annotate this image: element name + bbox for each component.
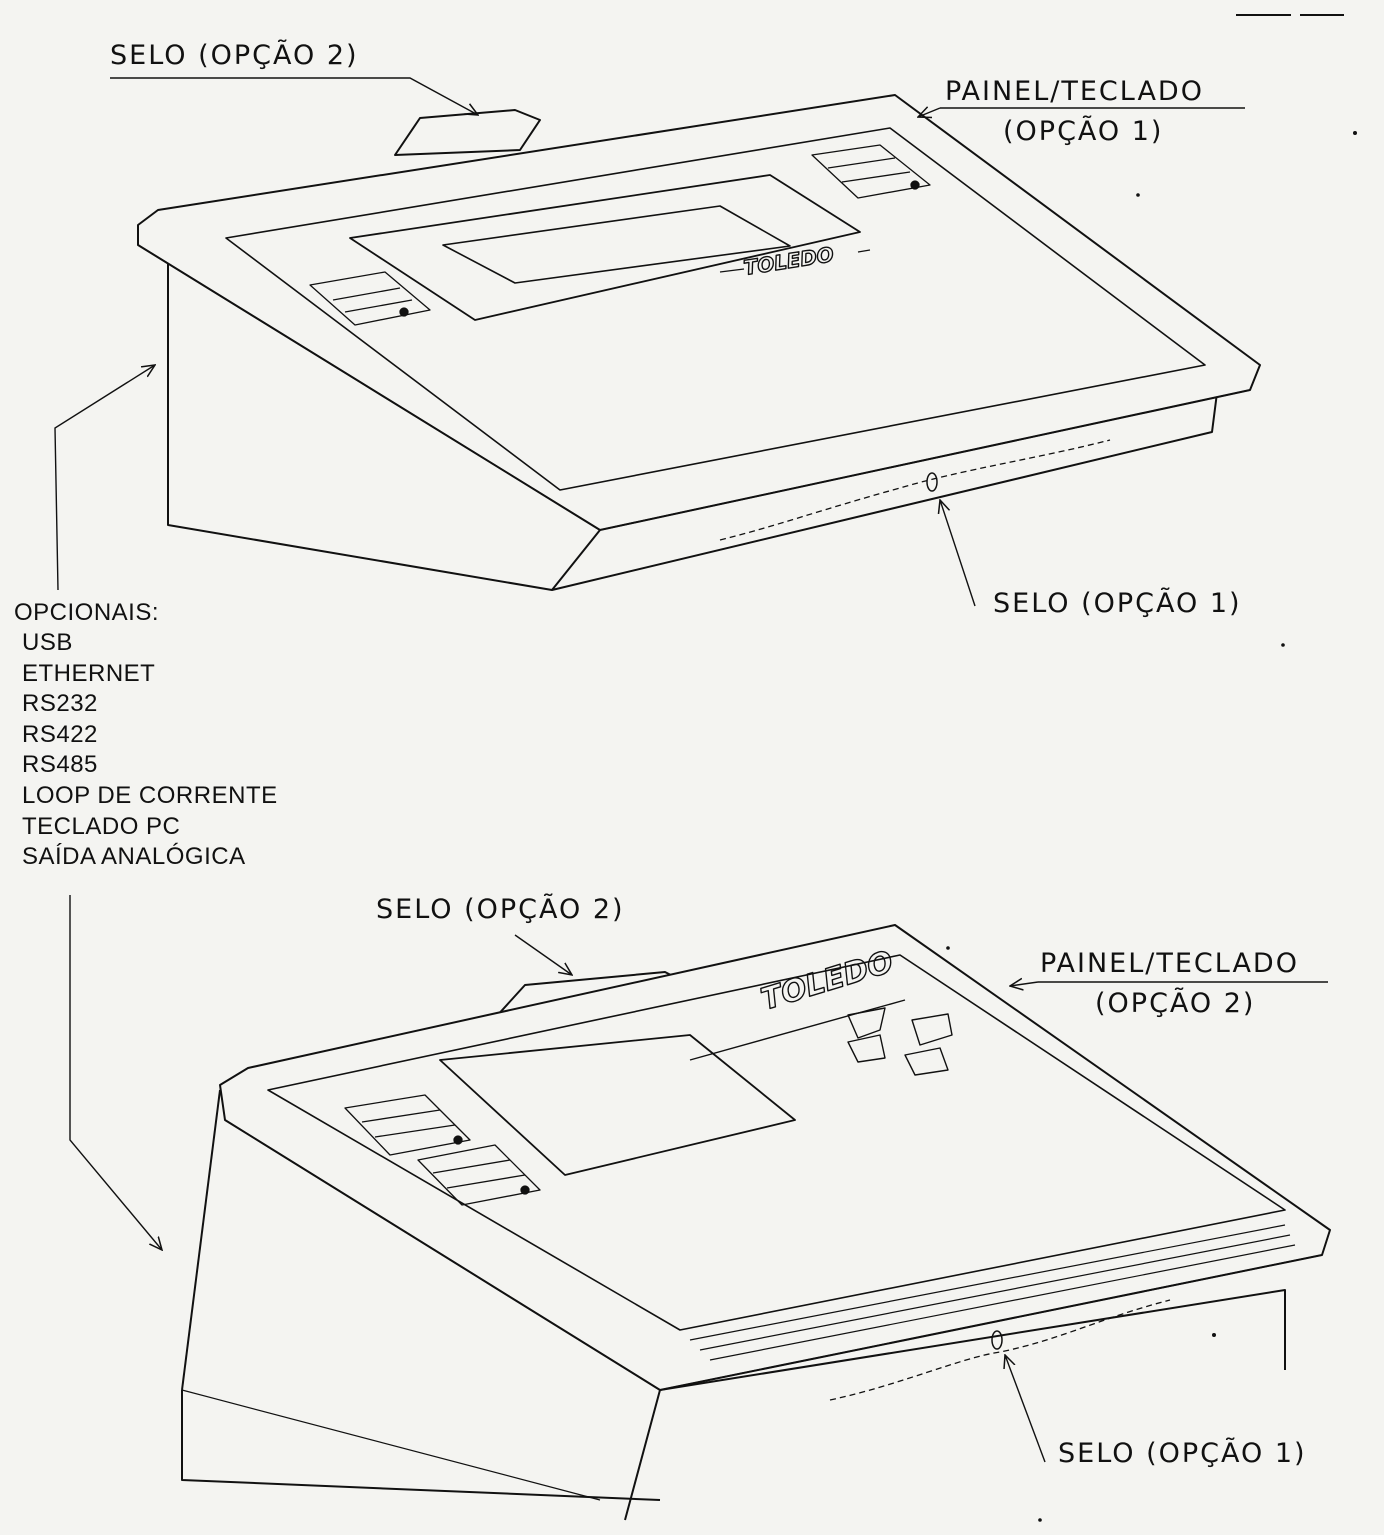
bottom-leaders bbox=[69, 895, 1328, 1463]
bottom-terminal: TOLEDO bbox=[181, 924, 1331, 1521]
optional-item: TECLADO PC bbox=[22, 812, 181, 840]
bottom-display-window bbox=[439, 1034, 796, 1176]
top-right-function-keys bbox=[811, 144, 931, 199]
optional-item: RS232 bbox=[22, 690, 98, 718]
top-front-seal-wire bbox=[719, 439, 1111, 541]
top-panel-label-line1: PAINEL/TECLADO bbox=[945, 76, 1204, 107]
bottom-seal-option2-label: SELO (OPÇÃO 2) bbox=[376, 894, 625, 925]
bottom-arrow-keys bbox=[847, 1007, 953, 1076]
bottom-panel-label-line1: PAINEL/TECLADO bbox=[1040, 948, 1299, 979]
optional-item: SAÍDA ANALÓGICA bbox=[22, 843, 246, 871]
scan-marks bbox=[946, 14, 1357, 1522]
top-base-front bbox=[551, 384, 1219, 591]
bottom-left-function-keys bbox=[344, 1094, 541, 1206]
bottom-panel-bezel bbox=[267, 954, 1286, 1331]
optional-item: USB bbox=[22, 629, 73, 656]
optionals-title: OPCIONAIS: bbox=[14, 599, 160, 626]
top-base-side bbox=[167, 255, 601, 591]
bottom-front-seal-wire bbox=[829, 1299, 1171, 1401]
top-seal-option2-label: SELO (OPÇÃO 2) bbox=[110, 40, 359, 71]
top-panel-label-line2: (OPÇÃO 1) bbox=[1003, 116, 1164, 147]
top-display-frame bbox=[349, 174, 861, 321]
optional-item: RS422 bbox=[22, 720, 98, 748]
bottom-panel-label-line2: (OPÇÃO 2) bbox=[1095, 988, 1256, 1019]
top-panel-bezel bbox=[225, 127, 1206, 491]
top-leaders bbox=[54, 77, 1245, 607]
optional-item: LOOP DE CORRENTE bbox=[22, 781, 278, 809]
top-left-function-keys bbox=[309, 271, 431, 326]
top-seal-option1-label: SELO (OPÇÃO 1) bbox=[993, 588, 1242, 619]
top-display-window bbox=[442, 205, 791, 284]
top-terminal: TOLEDO bbox=[137, 94, 1261, 591]
optionals-list: USB ETHERNET RS232 RS422 RS485 LOOP DE C… bbox=[14, 628, 278, 873]
optionals-block: OPCIONAIS: bbox=[14, 598, 159, 629]
bottom-base-side bbox=[181, 1390, 661, 1501]
bottom-base-front bbox=[624, 1289, 1286, 1521]
optional-item: ETHERNET bbox=[22, 659, 156, 687]
bottom-seal-option1-label: SELO (OPÇÃO 1) bbox=[1058, 1438, 1307, 1469]
optional-item: RS485 bbox=[22, 751, 98, 779]
top-seal-tab bbox=[394, 109, 541, 156]
